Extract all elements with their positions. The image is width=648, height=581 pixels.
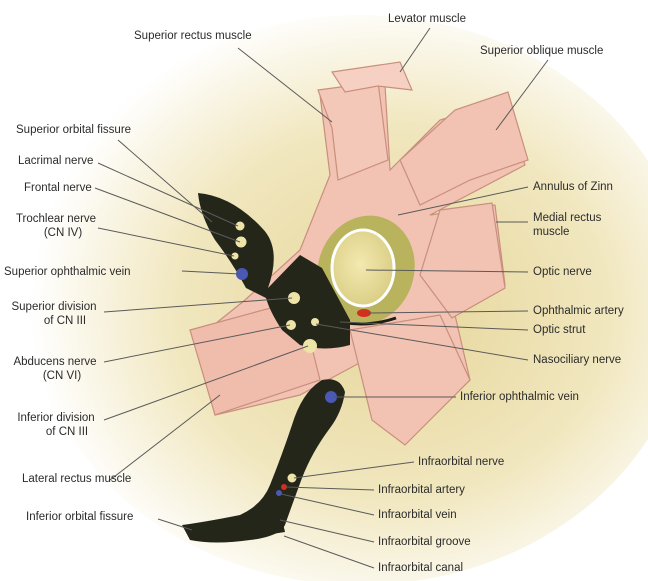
label-annulus-of-zinn: Annulus of Zinn: [533, 180, 613, 194]
label-inferior-division-cn3: Inferior division of CN III: [6, 411, 106, 439]
label-infraorbital-nerve: Infraorbital nerve: [418, 455, 504, 469]
label-inferior-division-line2: of CN III: [6, 425, 106, 439]
label-trochlear-nerve-line2: (CN IV): [10, 226, 102, 240]
label-medial-rectus-line2: muscle: [533, 225, 601, 239]
label-ophthalmic-artery: Ophthalmic artery: [533, 304, 624, 318]
label-superior-division-line2: of CN III: [2, 314, 106, 328]
label-medial-rectus-muscle: Medial rectus muscle: [533, 211, 601, 239]
label-nasociliary-nerve: Nasociliary nerve: [533, 353, 621, 367]
label-inferior-orbital-fissure: Inferior orbital fissure: [26, 510, 133, 524]
label-lacrimal-nerve: Lacrimal nerve: [18, 154, 93, 168]
label-optic-strut: Optic strut: [533, 323, 585, 337]
label-inferior-division-line1: Inferior division: [6, 411, 106, 425]
label-trochlear-nerve: Trochlear nerve (CN IV): [10, 212, 102, 240]
label-superior-division-cn3: Superior division of CN III: [2, 300, 106, 328]
label-abducens-nerve: Abducens nerve (CN VI): [6, 355, 104, 383]
label-infraorbital-vein: Infraorbital vein: [378, 508, 457, 522]
frontal-nerve-dot: [236, 237, 247, 248]
label-superior-orbital-fissure: Superior orbital fissure: [16, 123, 131, 137]
label-medial-rectus-line1: Medial rectus: [533, 211, 601, 225]
label-lateral-rectus-muscle: Lateral rectus muscle: [22, 472, 131, 486]
label-optic-nerve: Optic nerve: [533, 265, 592, 279]
label-frontal-nerve: Frontal nerve: [24, 181, 92, 195]
label-abducens-line1: Abducens nerve: [6, 355, 104, 369]
infraorbital-vein-dot: [276, 490, 282, 496]
optic-nerve-shape: [332, 230, 394, 306]
label-trochlear-nerve-line1: Trochlear nerve: [10, 212, 102, 226]
label-superior-oblique-muscle: Superior oblique muscle: [480, 44, 603, 58]
label-levator-muscle: Levator muscle: [388, 12, 466, 26]
label-superior-division-line1: Superior division: [2, 300, 106, 314]
label-superior-ophthalmic-vein: Superior ophthalmic vein: [4, 265, 131, 279]
label-inferior-ophthalmic-vein: Inferior ophthalmic vein: [460, 390, 579, 404]
label-infraorbital-groove: Infraorbital groove: [378, 535, 471, 549]
label-superior-rectus-muscle: Superior rectus muscle: [134, 29, 252, 43]
label-infraorbital-canal: Infraorbital canal: [378, 561, 463, 575]
inferior-division-cn3-dot: [303, 339, 317, 353]
label-infraorbital-artery: Infraorbital artery: [378, 483, 465, 497]
label-abducens-line2: (CN VI): [6, 369, 104, 383]
